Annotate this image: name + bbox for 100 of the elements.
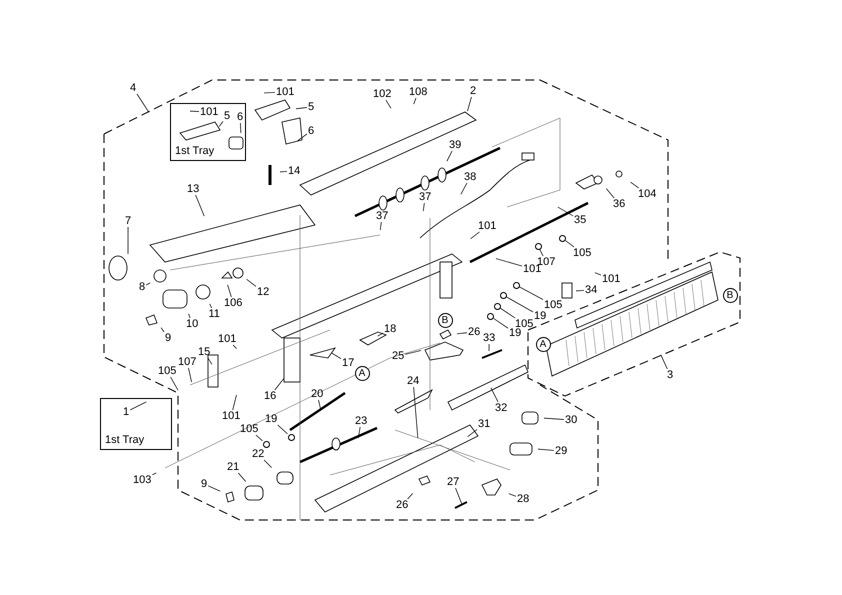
callout-number: 5	[223, 110, 232, 122]
leader-line	[606, 188, 614, 198]
leader-line	[297, 134, 308, 142]
connection-marker: B	[722, 288, 738, 302]
callout-number: 104	[637, 188, 658, 200]
leader-line	[358, 426, 360, 438]
leader-line	[470, 232, 480, 240]
callout-number: 37	[418, 191, 432, 203]
leader-line	[240, 122, 242, 134]
leader-line	[188, 314, 190, 318]
connection-marker: A	[354, 366, 370, 380]
callout-number: 9	[164, 332, 172, 344]
washer-part	[500, 292, 506, 298]
leader-line	[256, 434, 263, 442]
leader-line	[422, 202, 425, 212]
leader-line	[500, 308, 516, 318]
callout-number: 21	[226, 461, 240, 473]
callout-number: 9	[200, 478, 208, 490]
leader-line	[188, 368, 192, 382]
leader-line	[377, 332, 384, 336]
callout-number: 27	[446, 476, 460, 488]
inset-frame	[100, 398, 172, 450]
callout-number: 3	[666, 369, 674, 381]
leader-line	[539, 249, 544, 256]
callout-number: 101	[217, 333, 238, 345]
leader-line	[146, 282, 151, 286]
callout-number: 12	[256, 286, 270, 298]
leader-line	[280, 171, 288, 172]
inset-frame	[170, 103, 246, 161]
leader-line	[331, 352, 342, 360]
leader-line	[227, 284, 232, 298]
callout-number: 2	[469, 85, 478, 97]
callout-number: 105	[157, 365, 178, 377]
callout-number: 16	[263, 390, 278, 402]
callout-number: 30	[564, 414, 578, 426]
callout-number: 23	[354, 415, 368, 427]
leader-line	[232, 394, 237, 410]
callout-number: 17	[341, 357, 356, 369]
callout-number: 36	[612, 198, 626, 210]
callout-number: 19	[264, 413, 278, 425]
callout-number: 29	[554, 445, 568, 457]
washer-part	[512, 282, 520, 288]
leader-line	[208, 485, 221, 492]
leader-line	[455, 488, 463, 506]
callout-number: 24	[406, 375, 420, 387]
leader-line	[557, 206, 574, 216]
callout-number: 103	[132, 474, 152, 486]
leader-line	[467, 96, 472, 112]
callout-number: 28	[516, 493, 530, 505]
leader-line	[264, 92, 276, 94]
leader-line	[386, 100, 392, 109]
leader-line	[318, 400, 321, 410]
leader-line	[296, 107, 308, 110]
callout-number: 26	[395, 499, 410, 511]
leader-line	[277, 424, 288, 434]
leader-line	[274, 378, 284, 390]
callout-number: 101	[601, 273, 622, 285]
leader-line	[496, 258, 522, 266]
callout-number: 4	[129, 82, 138, 94]
leader-line	[446, 150, 452, 162]
callout-number: 11	[208, 308, 221, 320]
callout-number: 10	[185, 318, 200, 330]
callout-number: 1	[122, 406, 130, 418]
leader-line	[544, 418, 564, 420]
leader-line	[576, 290, 584, 292]
leader-line	[246, 278, 256, 287]
leader-line	[160, 327, 164, 332]
callout-number: 105	[239, 423, 260, 435]
callout-number: 20	[310, 388, 324, 400]
leader-line	[232, 344, 237, 349]
leader-line	[407, 493, 413, 500]
callout-number: 34	[584, 284, 598, 296]
leader-line	[380, 222, 382, 230]
connection-marker: A	[536, 336, 550, 352]
washer-part	[558, 234, 566, 242]
leader-line	[404, 350, 422, 355]
leader-line	[152, 472, 157, 476]
connection-marker: B	[438, 312, 452, 328]
callout-number: 37	[375, 210, 390, 222]
leader-line	[519, 286, 544, 300]
callout-number: 6	[307, 125, 316, 137]
callout-number: 101	[477, 220, 498, 232]
leader-line	[490, 387, 498, 402]
washer-part	[288, 434, 294, 440]
leader-line	[460, 182, 468, 195]
callout-number: 38	[463, 171, 478, 183]
callout-number: 15	[197, 346, 212, 358]
inset-caption: 1st Tray	[105, 434, 144, 446]
callout-number: 101	[199, 106, 220, 118]
callout-number: 107	[177, 356, 198, 368]
leader-line	[594, 272, 602, 276]
callout-number: 39	[448, 139, 462, 151]
washer-part	[486, 312, 494, 320]
leader-line	[218, 121, 224, 127]
callout-number: 7	[124, 215, 132, 227]
callout-number: 101	[221, 410, 242, 422]
leader-line	[136, 94, 150, 113]
leader-line	[660, 354, 668, 370]
callout-number: 33	[482, 332, 496, 344]
leader-line	[488, 344, 490, 352]
